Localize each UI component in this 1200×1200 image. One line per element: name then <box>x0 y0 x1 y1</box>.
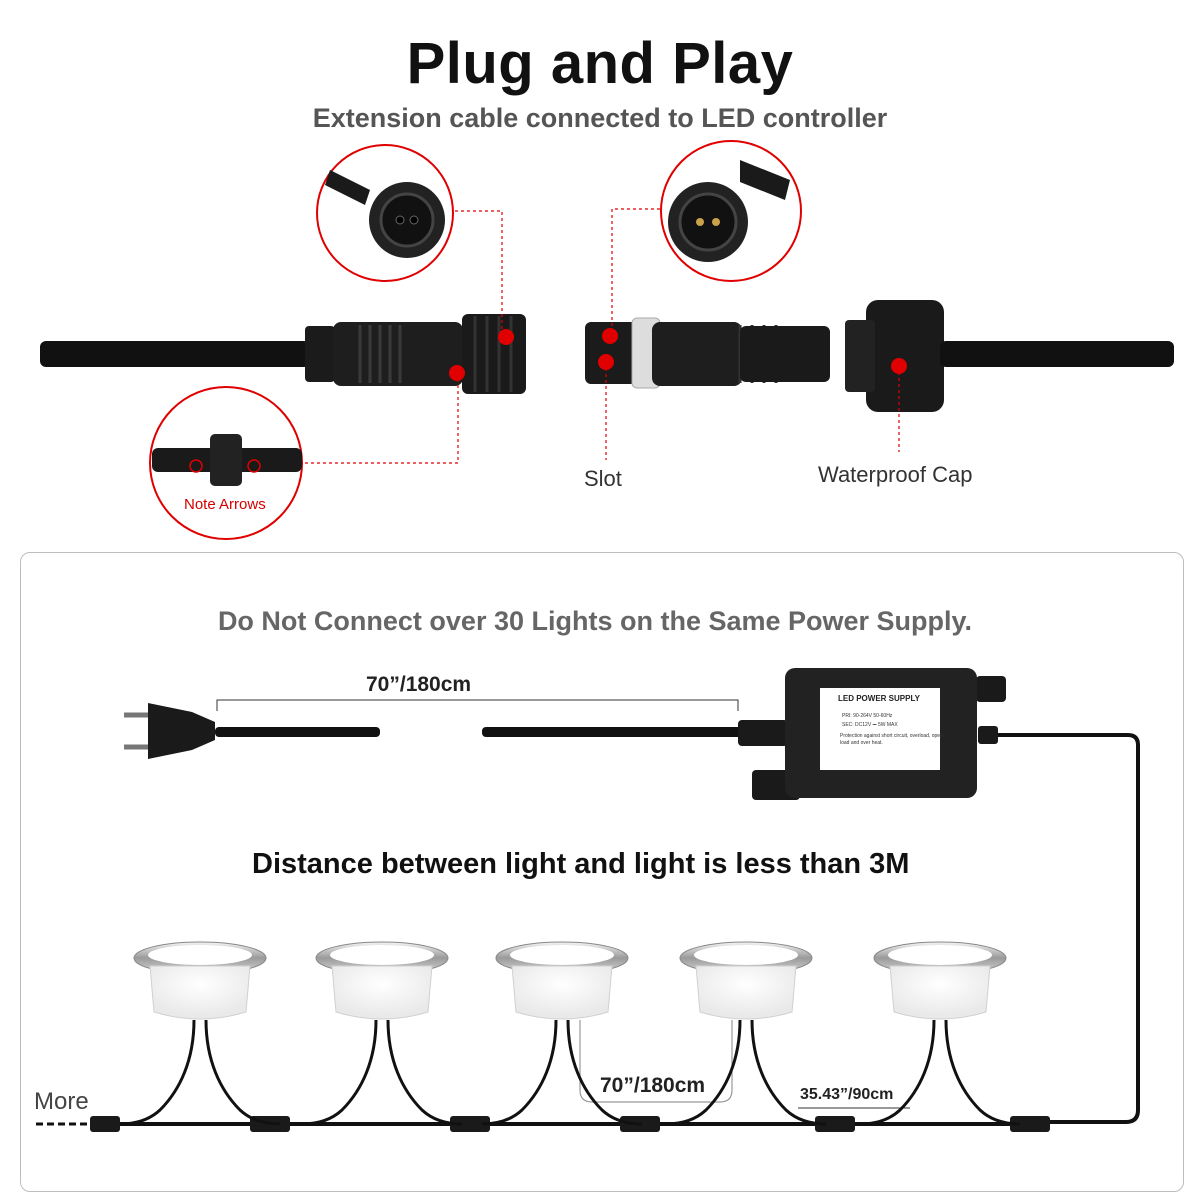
supply-cable <box>998 733 1140 1124</box>
led-deck-light-icon <box>665 941 827 1126</box>
dimension-bracket <box>216 699 739 711</box>
power-supply-icon <box>738 668 1006 800</box>
led-deck-light-icon <box>859 941 1021 1126</box>
mains-cable-a <box>215 727 380 737</box>
extension-cable-length: 70”/180cm <box>600 1074 706 1097</box>
mains-cable-length: 70”/180cm <box>366 673 472 696</box>
psu-label-protection: Protection against short circuit, overlo… <box>840 733 943 746</box>
marker-dot <box>602 328 618 344</box>
wiring-diagram-panel <box>20 552 1184 1192</box>
psu-label-sec: SEC: DC12V ⎓ 5W MAX <box>842 722 898 728</box>
led-deck-light-icon <box>301 941 463 1126</box>
marker-dot <box>449 365 465 381</box>
waterproof-cap-label: Waterproof Cap <box>818 462 973 487</box>
power-plug-icon <box>124 703 215 759</box>
psu-label-pri: PRI: 90-264V 50-60Hz <box>842 713 893 719</box>
callout-line <box>611 208 660 336</box>
page-title: Plug and Play <box>406 31 794 96</box>
max-lights-warning: Do Not Connect over 30 Lights on the Sam… <box>217 606 973 636</box>
female-socket-zoom-icon <box>316 144 454 282</box>
led-deck-light-icon <box>119 941 281 1126</box>
mains-cable-b <box>482 727 742 737</box>
more-label: More <box>34 1088 89 1115</box>
note-arrows-zoom-icon <box>149 386 303 540</box>
slot-label: Slot <box>584 466 622 491</box>
page-subtitle: Extension cable connected to LED control… <box>312 103 888 133</box>
male-plug-zoom-icon <box>660 140 802 282</box>
right-cable <box>940 341 1174 367</box>
left-cable <box>40 341 310 367</box>
callout-line <box>305 374 459 464</box>
led-deck-light-icon <box>481 941 643 1126</box>
trunk-connectors <box>90 1116 1050 1132</box>
psu-label-title: LED POWER SUPPLY <box>838 694 920 703</box>
note-arrows-label: Note Arrows <box>184 496 266 513</box>
female-connector-icon <box>305 314 526 394</box>
branch-bracket <box>579 1020 733 1103</box>
light-distance-note: Distance between light and light is less… <box>252 848 910 880</box>
branch-cable-length: 35.43”/90cm <box>800 1086 894 1103</box>
male-connector-icon <box>585 300 944 412</box>
